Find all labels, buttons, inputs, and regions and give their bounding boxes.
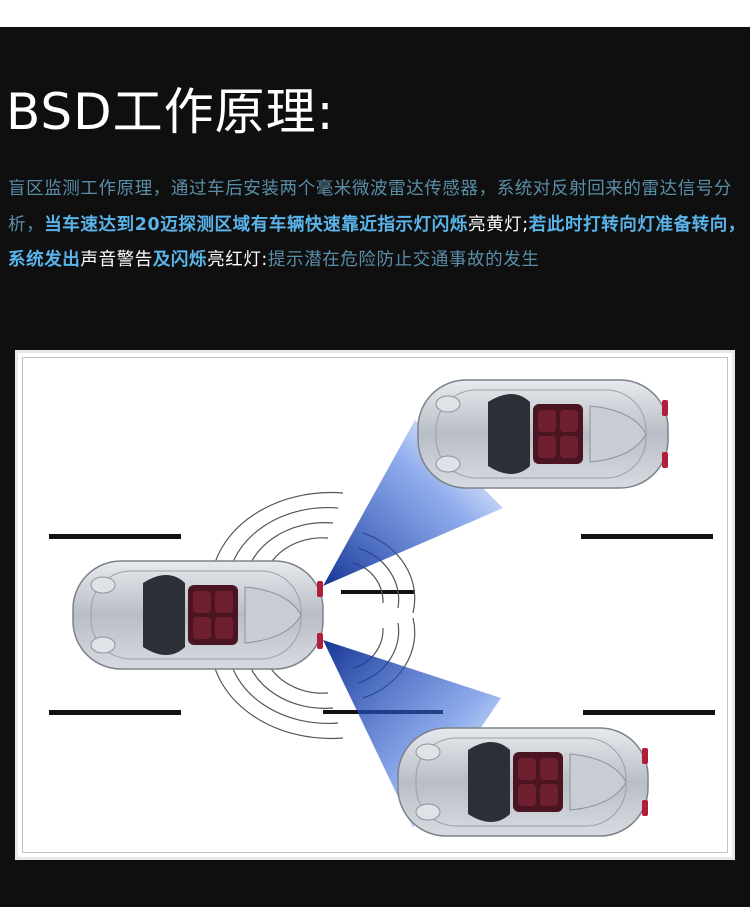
desc-part-5: 声音警告	[80, 250, 153, 270]
bsd-illustration	[49, 379, 715, 837]
target-car-upper	[417, 379, 669, 489]
description-paragraph: 盲区监测工作原理，通过车后安装两个毫米微波雷达传感器，系统对反射回来的雷达信号分…	[8, 172, 748, 279]
radar-beam-lower	[323, 640, 501, 828]
desc-part-4: 若此时打转向灯准备转向，系统发出	[8, 214, 746, 271]
desc-part-3: 亮黄灯;	[467, 214, 529, 235]
desc-part-1: 盲区监测工作原理，通过车后安装两个毫米微波雷达传感器，系统对反射回来的雷达信号分…	[8, 179, 732, 235]
lane-mark	[583, 710, 715, 715]
lane-mark	[49, 534, 181, 539]
desc-part-8: 提示潜在危险防止交通事故的发生	[267, 250, 540, 270]
lane-mark	[581, 534, 713, 539]
target-car-lower	[397, 727, 649, 837]
own-car	[72, 560, 324, 670]
diagram-frame	[22, 357, 728, 853]
desc-part-6: 及闪烁	[152, 250, 208, 270]
desc-part-7: 亮红灯:	[207, 250, 268, 270]
lane-mark	[341, 590, 415, 594]
bsd-diagram	[15, 350, 735, 860]
page-title: BSD工作原理:	[6, 83, 335, 141]
radar-beam-upper	[323, 420, 503, 586]
lane-mark	[49, 710, 181, 715]
desc-part-2: 当车速达到20迈探测区域有车辆快速靠近指示灯闪烁	[44, 214, 468, 235]
